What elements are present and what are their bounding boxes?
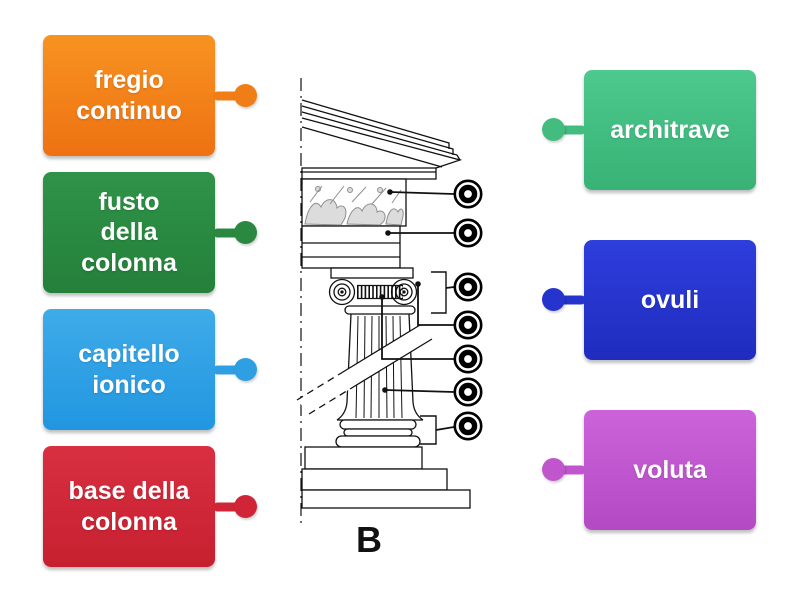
right-label-column: architrave ovuli voluta	[542, 70, 756, 530]
label-card-fregio-continuo[interactable]: fregio continuo	[43, 35, 257, 156]
label-card-architrave[interactable]: architrave	[542, 70, 756, 190]
drop-target-5[interactable]	[453, 344, 483, 374]
label-text: ovuli	[640, 285, 700, 314]
label-text: fusto della colonna	[81, 187, 177, 277]
label-text: architrave	[610, 115, 730, 144]
label-card-fusto-della-colonna[interactable]: fusto della colonna	[43, 172, 257, 293]
label-card-base-della-colonna[interactable]: base della colonna	[43, 446, 257, 567]
diagram-letter-label: B	[356, 519, 382, 560]
left-label-column: fregio continuo fusto della colonna capi…	[43, 35, 257, 567]
drop-target-2[interactable]	[453, 218, 483, 248]
pin-connector-icon	[542, 288, 584, 312]
capital-and-shaft-drawing	[296, 267, 471, 509]
label-card-ovuli[interactable]: ovuli	[542, 240, 756, 360]
label-text: fregio continuo	[76, 66, 182, 125]
pin-connector-icon	[542, 458, 584, 482]
drop-target-6[interactable]	[453, 377, 483, 407]
label-card-capitello-ionico[interactable]: capitello ionico	[43, 309, 257, 430]
entablature-drawing	[301, 99, 463, 269]
label-text: base della colonna	[68, 477, 190, 536]
label-text: capitello ionico	[78, 340, 180, 399]
label-card-voluta[interactable]: voluta	[542, 410, 756, 530]
drop-target-7[interactable]	[453, 411, 483, 441]
pin-connector-icon	[215, 83, 257, 108]
drop-targets	[453, 179, 483, 441]
drop-target-3[interactable]	[453, 272, 483, 302]
drop-target-1[interactable]	[453, 179, 483, 209]
drop-target-4[interactable]	[453, 310, 483, 340]
label-text: voluta	[633, 455, 707, 484]
pin-connector-icon	[542, 118, 584, 142]
frieze-figures	[304, 185, 404, 226]
pin-connector-icon	[215, 494, 257, 519]
pin-connector-icon	[215, 357, 257, 382]
pin-connector-icon	[215, 220, 257, 245]
leader-lines	[379, 189, 455, 445]
